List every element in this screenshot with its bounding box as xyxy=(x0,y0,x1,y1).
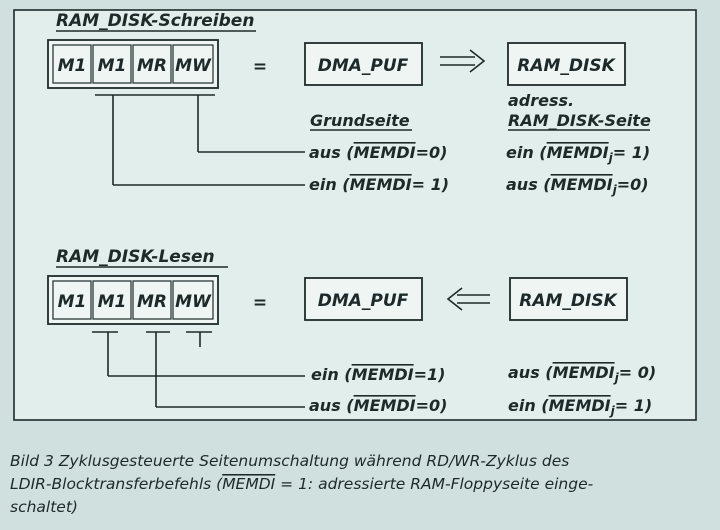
read-source-box xyxy=(509,277,628,321)
write-cell-label-2: MR xyxy=(137,56,167,76)
read-title: RAM_DISK-Lesen xyxy=(56,247,215,267)
read-cell-label-2: MR xyxy=(137,292,167,312)
read-cell-label-0: M1 xyxy=(58,292,87,312)
write-register: M1 M1 MR MW xyxy=(47,39,219,89)
write-section: RAM_DISK-Schreiben M1 M1 MR MW = DMA_PUF… xyxy=(47,11,651,197)
write-arrow-right xyxy=(440,49,486,73)
read-cell-label-1: M1 xyxy=(98,292,127,312)
write-cell-m1-a xyxy=(52,44,92,84)
read-source-label: RAM_DISK xyxy=(519,291,618,311)
caption-line-3: schaltet) xyxy=(10,498,78,516)
read-section: RAM_DISK-Lesen M1 M1 MR MW = DMA_PUF RAM… xyxy=(47,247,656,418)
read-equals: = xyxy=(253,293,267,313)
write-row2-right: aus (MEMDIj=0) xyxy=(506,175,649,197)
read-cell-m1-a xyxy=(52,280,92,320)
write-heading-right: RAM_DISK-Seite xyxy=(508,111,651,130)
read-row1-right: aus (MEMDIj= 0) xyxy=(508,363,656,385)
write-buffer-label: DMA_PUF xyxy=(318,56,409,76)
write-cell-label-3: MW xyxy=(175,56,212,76)
caption-line-1: Bild 3 Zyklusgesteuerte Seitenumschaltun… xyxy=(10,452,569,470)
write-adress-label: adress. xyxy=(508,91,574,110)
read-cell-mr xyxy=(132,280,172,320)
write-title: RAM_DISK-Schreiben xyxy=(56,11,254,31)
write-buffer-box xyxy=(304,42,423,86)
read-arrow-left xyxy=(446,287,490,311)
write-cell-label-0: M1 xyxy=(58,56,87,76)
read-register: M1 M1 MR MW xyxy=(47,275,219,325)
read-cell-label-3: MW xyxy=(175,292,212,312)
write-target-label: RAM_DISK xyxy=(517,56,616,76)
read-cell-m1-b xyxy=(92,280,132,320)
read-cell-mw xyxy=(172,280,214,320)
write-cell-mw xyxy=(172,44,214,84)
caption-line-2: LDIR-Blocktransferbefehls (MEMDI = 1: ad… xyxy=(10,475,594,493)
read-row2-left: aus (MEMDI=0) xyxy=(309,396,447,415)
write-heading-left: Grundseite xyxy=(310,111,410,130)
write-equals: = xyxy=(253,57,267,77)
read-buffer-box xyxy=(304,277,423,321)
write-cell-label-1: M1 xyxy=(98,56,127,76)
write-cell-m1-b xyxy=(92,44,132,84)
figure-caption: Bild 3 Zyklusgesteuerte Seitenumschaltun… xyxy=(10,452,594,516)
write-row2-left: ein (MEMDI= 1) xyxy=(309,175,449,194)
write-row1-left: aus (MEMDI=0) xyxy=(309,143,447,162)
write-target-box xyxy=(507,42,626,86)
read-buffer-label: DMA_PUF xyxy=(318,291,409,311)
read-row1-left: ein (MEMDI=1) xyxy=(311,365,445,384)
write-cell-mr xyxy=(132,44,172,84)
write-row1-right: ein (MEMDIj= 1) xyxy=(506,143,650,165)
read-row2-right: ein (MEMDIj= 1) xyxy=(508,396,652,418)
